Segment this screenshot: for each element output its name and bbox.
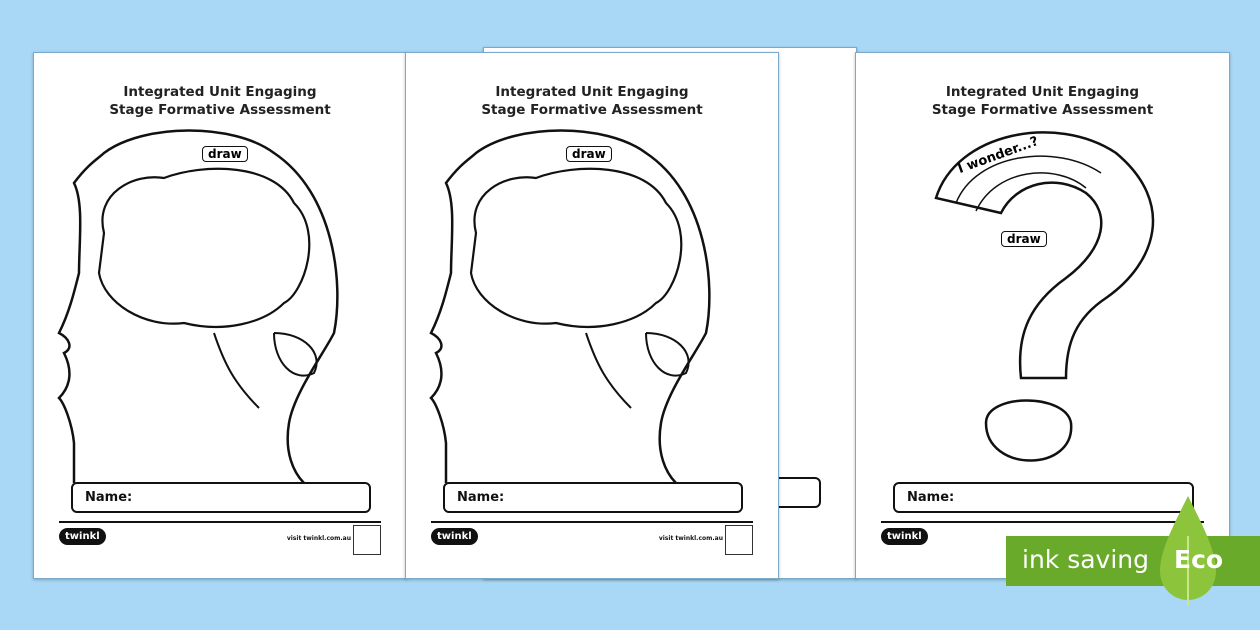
name-field[interactable]: Name: <box>443 482 743 513</box>
name-field[interactable]: Name: <box>893 482 1194 513</box>
name-label: Name: <box>907 490 955 505</box>
ink-saving-badge: ink saving Eco <box>1006 496 1260 606</box>
eco-text: Eco <box>1174 545 1224 574</box>
twinkl-logo: twinkl <box>59 528 106 545</box>
visit-link: visit twinkl.com.au <box>658 535 723 542</box>
visit-link: visit twinkl.com.au <box>286 535 351 542</box>
twinkl-logo: twinkl <box>881 528 928 545</box>
head-brain-illustration <box>429 129 711 483</box>
ink-saving-text: ink saving <box>1022 545 1150 574</box>
checked-badge-icon <box>725 525 753 555</box>
checked-badge-icon <box>353 525 381 555</box>
draw-label: draw <box>566 146 612 162</box>
footer-rule <box>431 521 753 523</box>
twinkl-logo: twinkl <box>431 528 478 545</box>
footer-rule <box>881 521 1204 523</box>
name-label: Name: <box>85 490 133 505</box>
leaf-drop-icon <box>1160 496 1216 606</box>
question-mark-illustration <box>934 131 1155 462</box>
name-label: Name: <box>457 490 505 505</box>
footer-rule <box>59 521 381 523</box>
draw-label: draw <box>202 146 248 162</box>
head-brain-illustration <box>57 129 339 483</box>
draw-label: draw <box>1001 231 1047 247</box>
name-field[interactable]: Name: <box>71 482 371 513</box>
